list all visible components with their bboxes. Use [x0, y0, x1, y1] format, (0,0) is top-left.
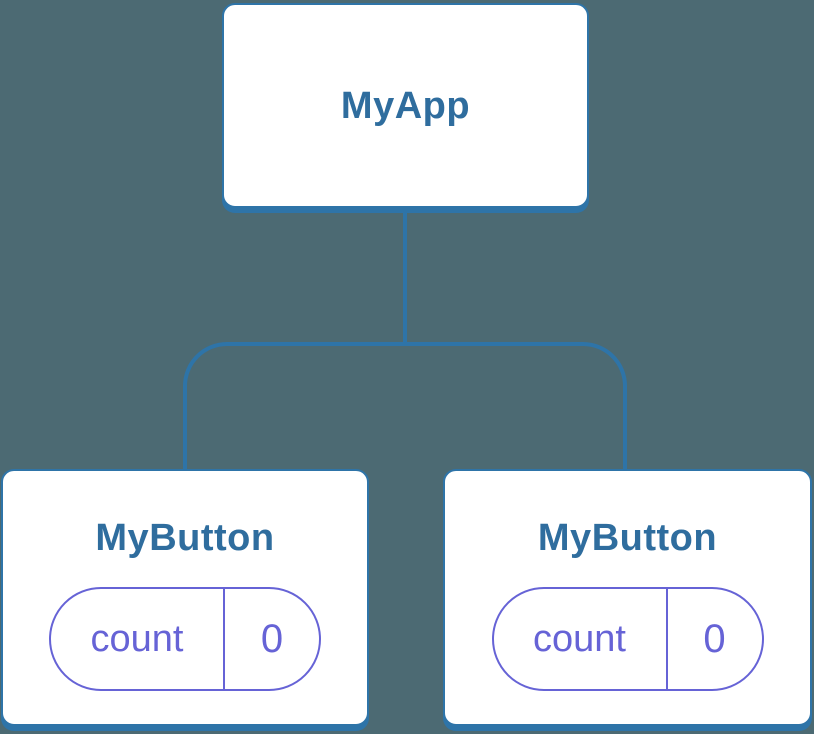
state-key: count — [494, 589, 668, 689]
node-mybutton-2: MyButton count 0 — [443, 469, 812, 726]
state-pill: count 0 — [491, 587, 764, 691]
node-mybutton-2-label: MyButton — [537, 517, 718, 559]
node-myapp-label: MyApp — [340, 84, 471, 127]
state-value: 0 — [703, 616, 726, 661]
node-myapp: MyApp — [222, 3, 589, 208]
state-pill: count 0 — [49, 587, 321, 691]
connector-stem-line — [403, 210, 407, 345]
connector-branch-bracket — [183, 342, 627, 469]
state-key: count — [51, 589, 225, 689]
node-mybutton-1: MyButton count 0 — [1, 469, 369, 726]
node-mybutton-1-label: MyButton — [95, 517, 275, 559]
state-value: 0 — [260, 616, 284, 661]
